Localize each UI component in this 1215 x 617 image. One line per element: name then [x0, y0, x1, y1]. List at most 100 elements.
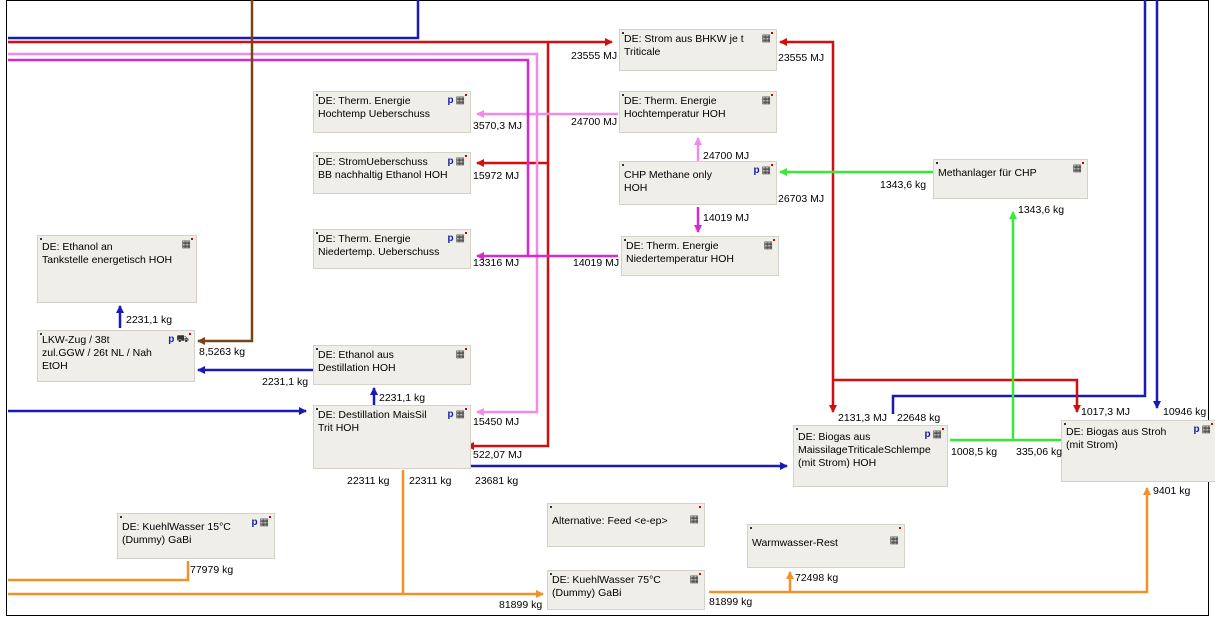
process-label: DE: StromUeberschuss — [318, 156, 428, 168]
flow-label: 24700 MJ — [703, 150, 750, 162]
gear-icon[interactable]: ▦ — [761, 95, 771, 106]
flow-red-chp-up — [779, 38, 835, 172]
process-label: LKW-Zug / 38t — [42, 334, 110, 346]
flow-label: 2131,3 MJ — [838, 412, 888, 424]
flow-brown-ethanol — [197, 0, 254, 345]
parameter-gear-icon[interactable]: p▦ — [753, 165, 771, 176]
process-alternative-feed[interactable]: Alternative: Feed <e-ep> ▦ — [547, 503, 705, 547]
process-label: (mit Strom) HOH — [798, 457, 877, 469]
parameter-gear-icon[interactable]: p▦ — [924, 429, 942, 440]
gear-icon[interactable]: ▦ — [181, 239, 191, 250]
process-label: DE: Ethanol an — [42, 241, 113, 253]
parameter-gear-icon[interactable]: p▦ — [251, 517, 269, 528]
process-therm-hochtemp-ueb[interactable]: DE: Therm. Energie Hochtemp Ueberschuss … — [313, 91, 471, 133]
gear-icon[interactable]: ▦ — [689, 574, 699, 585]
gear-icon[interactable]: ▦ — [689, 514, 699, 525]
process-label: DE: Ethanol aus — [318, 349, 394, 361]
flow-label: 9401 kg — [1153, 485, 1191, 497]
process-biogas-maissilage[interactable]: DE: Biogas aus MaissilageTriticaleSchlem… — [793, 425, 948, 487]
flow-blue-right-1 — [891, 0, 1147, 414]
process-label: (Dummy) GaBi — [552, 587, 622, 599]
flow-label: 2231,1 kg — [262, 376, 309, 388]
process-label: Warmwasser-Rest — [752, 537, 838, 549]
process-strom-ueberschuss[interactable]: DE: StromUeberschuss BB nachhaltig Ethan… — [313, 152, 471, 194]
parameter-gear-icon[interactable]: p▦ — [447, 233, 465, 244]
flow-label: 77979 kg — [190, 564, 234, 576]
flow-label: 522,07 MJ — [473, 449, 523, 461]
process-label: (Dummy) GaBi — [122, 534, 192, 546]
process-label: Hochtemp Ueberschuss — [318, 108, 431, 120]
flow-label: 10946 kg — [1163, 406, 1207, 418]
process-label: DE: Therm. Energie — [318, 233, 411, 245]
flow-label: 14019 MJ — [573, 257, 620, 269]
gear-icon[interactable]: ▦ — [455, 349, 465, 360]
gear-icon[interactable]: ▦ — [761, 33, 771, 44]
flow-label: 23681 kg — [475, 475, 519, 487]
process-label: MaissilageTriticaleSchlempe — [798, 444, 931, 456]
process-label: Destillation HOH — [318, 362, 396, 374]
process-label: Niedertemp. Ueberschuss — [318, 246, 440, 258]
gear-icon[interactable]: ▦ — [889, 535, 899, 546]
flow-label: 15450 MJ — [473, 416, 520, 428]
flow-label: 22311 kg — [409, 475, 452, 487]
process-label: CHP Methane only — [624, 169, 712, 181]
process-biogas-stroh[interactable]: DE: Biogas aus Stroh (mit Strom) p▦ — [1061, 420, 1215, 482]
flow-label: 72498 kg — [795, 572, 839, 584]
truck-icon[interactable]: p⛟ — [168, 334, 189, 345]
process-ethanol-tankstelle[interactable]: DE: Ethanol an Tankstelle energetisch HO… — [37, 235, 197, 303]
process-label: DE: Therm. Energie — [318, 95, 411, 107]
process-label: Niedertemperatur HOH — [626, 253, 734, 265]
flow-label: 26703 MJ — [778, 193, 825, 205]
flow-pink-left-1 — [8, 52, 539, 416]
process-label: BB nachhaltig Ethanol HOH — [318, 169, 448, 181]
process-kuehlwasser-15[interactable]: DE: KuehlWasser 15°C (Dummy) GaBi p▦ — [117, 513, 275, 559]
process-label: Methanlager für CHP — [938, 167, 1037, 179]
flow-label: 1017,3 MJ — [1081, 406, 1131, 418]
flow-label: 23555 MJ — [778, 52, 825, 64]
process-ethanol-destillation[interactable]: DE: Ethanol aus Destillation HOH ▦ — [313, 345, 471, 385]
process-label: Hochtemperatur HOH — [624, 108, 726, 120]
process-chp-methane[interactable]: CHP Methane only HOH p▦ — [619, 161, 777, 205]
diagram-frame — [6, 0, 1209, 616]
flow-mag-left-1 — [8, 58, 530, 260]
process-label: Alternative: Feed <e-ep> — [552, 515, 668, 527]
flow-label: 14019 MJ — [703, 212, 750, 224]
flow-label: 22648 kg — [897, 412, 941, 424]
flow-label: 3570,3 MJ — [473, 120, 523, 132]
process-therm-niedertemp-hoh[interactable]: DE: Therm. Energie Niedertemperatur HOH … — [621, 236, 779, 276]
process-lkw-zug[interactable]: LKW-Zug / 38t zul.GGW / 26t NL / Nah EtO… — [37, 330, 195, 382]
process-therm-hochtemp-hoh[interactable]: DE: Therm. Energie Hochtemperatur HOH ▦ — [619, 91, 777, 133]
process-strom-bhkw[interactable]: DE: Strom aus BHKW je t Triticale ▦ — [619, 29, 777, 71]
process-label: DE: Therm. Energie — [626, 240, 719, 252]
flow-label: 335,06 kg — [1016, 446, 1063, 458]
process-destillation-maissil[interactable]: DE: Destillation MaisSil Trit HOH p▦ — [313, 405, 471, 469]
process-label: HOH — [624, 182, 648, 194]
process-warmwasser-rest[interactable]: Warmwasser-Rest ▦ — [747, 524, 905, 568]
flow-water-kw15 — [8, 561, 190, 582]
process-label: DE: KuehlWasser 15°C — [122, 521, 231, 533]
flow-label: 2231,1 kg — [379, 392, 426, 404]
process-label: DE: Destillation MaisSil — [318, 409, 427, 421]
flow-label: 24700 MJ — [571, 116, 618, 128]
process-label: (mit Strom) — [1066, 439, 1118, 451]
flow-label: 22311 kg — [347, 475, 390, 487]
parameter-gear-icon[interactable]: p▦ — [1193, 424, 1211, 435]
process-therm-niedertemp-ueb[interactable]: DE: Therm. Energie Niedertemp. Ueberschu… — [313, 229, 471, 269]
flow-label: 13316 MJ — [473, 257, 520, 269]
process-kuehlwasser-75[interactable]: DE: KuehlWasser 75°C (Dummy) GaBi ▦ — [547, 570, 705, 610]
flow-label: 81899 kg — [709, 596, 753, 608]
parameter-gear-icon[interactable]: p▦ — [447, 95, 465, 106]
flow-blue-top — [8, 0, 420, 40]
process-label: zul.GGW / 26t NL / Nah — [42, 347, 152, 359]
gear-icon[interactable]: ▦ — [1072, 163, 1082, 174]
flow-label: 8,5263 kg — [199, 346, 246, 358]
process-strom-bhkw-line1: DE: Strom aus BHKW je t — [624, 33, 744, 45]
process-strom-bhkw-line2: Triticale — [624, 46, 661, 58]
process-label: DE: KuehlWasser 75°C — [552, 574, 661, 586]
flow-water-kw75-out — [709, 487, 1151, 594]
parameter-gear-icon[interactable]: p▦ — [447, 409, 465, 420]
parameter-gear-icon[interactable]: p▦ — [447, 156, 465, 167]
process-label: DE: Biogas aus Stroh — [1066, 426, 1167, 438]
process-methanlager[interactable]: Methanlager für CHP ▦ — [933, 159, 1088, 199]
gear-icon[interactable]: ▦ — [763, 240, 773, 251]
